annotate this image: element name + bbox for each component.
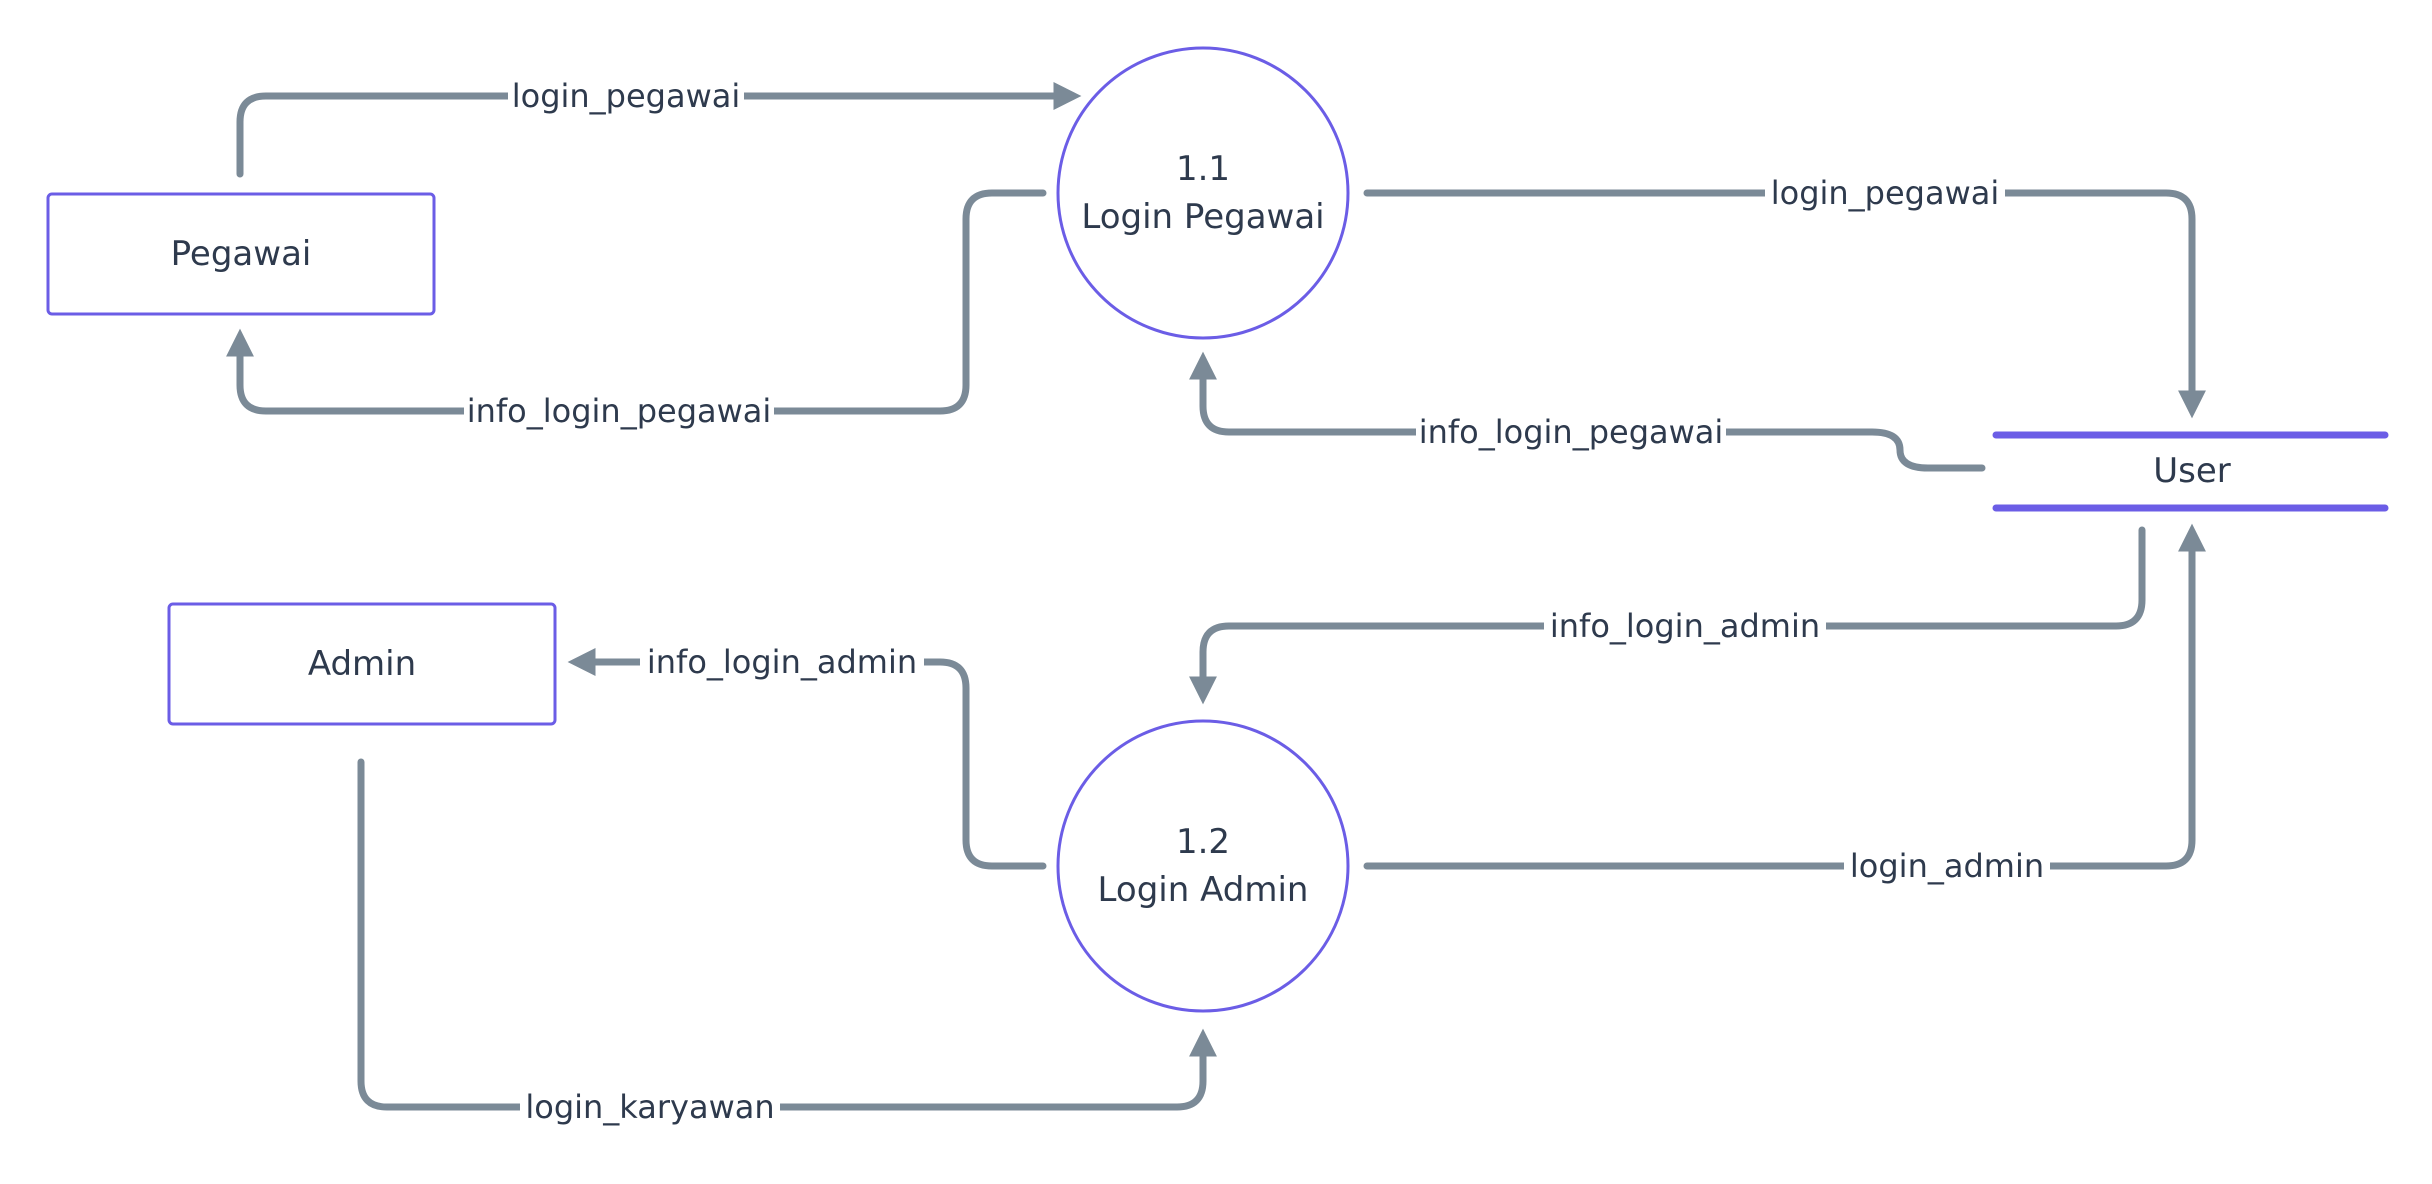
flow-label-p12-to-user: login_admin xyxy=(1850,847,2044,885)
flow-line-p11-to-user[interactable] xyxy=(1363,189,2206,419)
flow-line-user-to-p11[interactable] xyxy=(1189,351,1986,472)
flow-label-p11-to-user: login_pegawai xyxy=(1771,174,2000,212)
process-login-pegawai[interactable]: 1.1 Login Pegawai xyxy=(1056,46,1350,340)
process-login-admin-number: 1.2 xyxy=(1176,822,1230,862)
flow-label-pegawai-to-p11: login_pegawai xyxy=(512,77,741,115)
flow-line-p12-to-admin[interactable] xyxy=(567,648,1047,870)
flow-line-pegawai-to-p11[interactable] xyxy=(236,82,1082,178)
process-login-pegawai-number: 1.1 xyxy=(1176,149,1230,189)
flow-label-admin-to-p12: login_karyawan xyxy=(525,1088,774,1126)
entity-admin-label: Admin xyxy=(308,644,416,684)
flow-label-user-to-p11: info_login_pegawai xyxy=(1419,413,1724,451)
flow-labels: login_pegawai info_login_pegawai login_p… xyxy=(464,76,2050,1127)
flow-line-admin-to-p12[interactable] xyxy=(357,758,1217,1111)
flow-label-user-to-p12: info_login_admin xyxy=(1550,607,1820,645)
flow-line-p11-to-pegawai[interactable] xyxy=(226,189,1047,415)
process-login-pegawai-label: Login Pegawai xyxy=(1081,197,1324,237)
entity-admin-box xyxy=(167,602,557,726)
datastore-user[interactable]: User xyxy=(1992,431,2389,512)
entity-pegawai-box xyxy=(46,192,436,316)
process-login-admin-circle xyxy=(1056,719,1350,1013)
datastore-user-label: User xyxy=(2153,451,2231,491)
entity-admin[interactable]: Admin xyxy=(167,602,557,726)
flow-label-p11-to-pegawai: info_login_pegawai xyxy=(467,392,772,430)
process-login-admin-label: Login Admin xyxy=(1098,870,1309,910)
entity-pegawai[interactable]: Pegawai xyxy=(46,192,436,316)
process-login-admin[interactable]: 1.2 Login Admin xyxy=(1056,719,1350,1013)
process-login-pegawai-circle xyxy=(1056,46,1350,340)
entity-pegawai-label: Pegawai xyxy=(171,234,312,274)
flow-label-p12-to-admin: info_login_admin xyxy=(647,643,917,681)
flow-line-p12-to-user[interactable] xyxy=(1363,523,2206,870)
